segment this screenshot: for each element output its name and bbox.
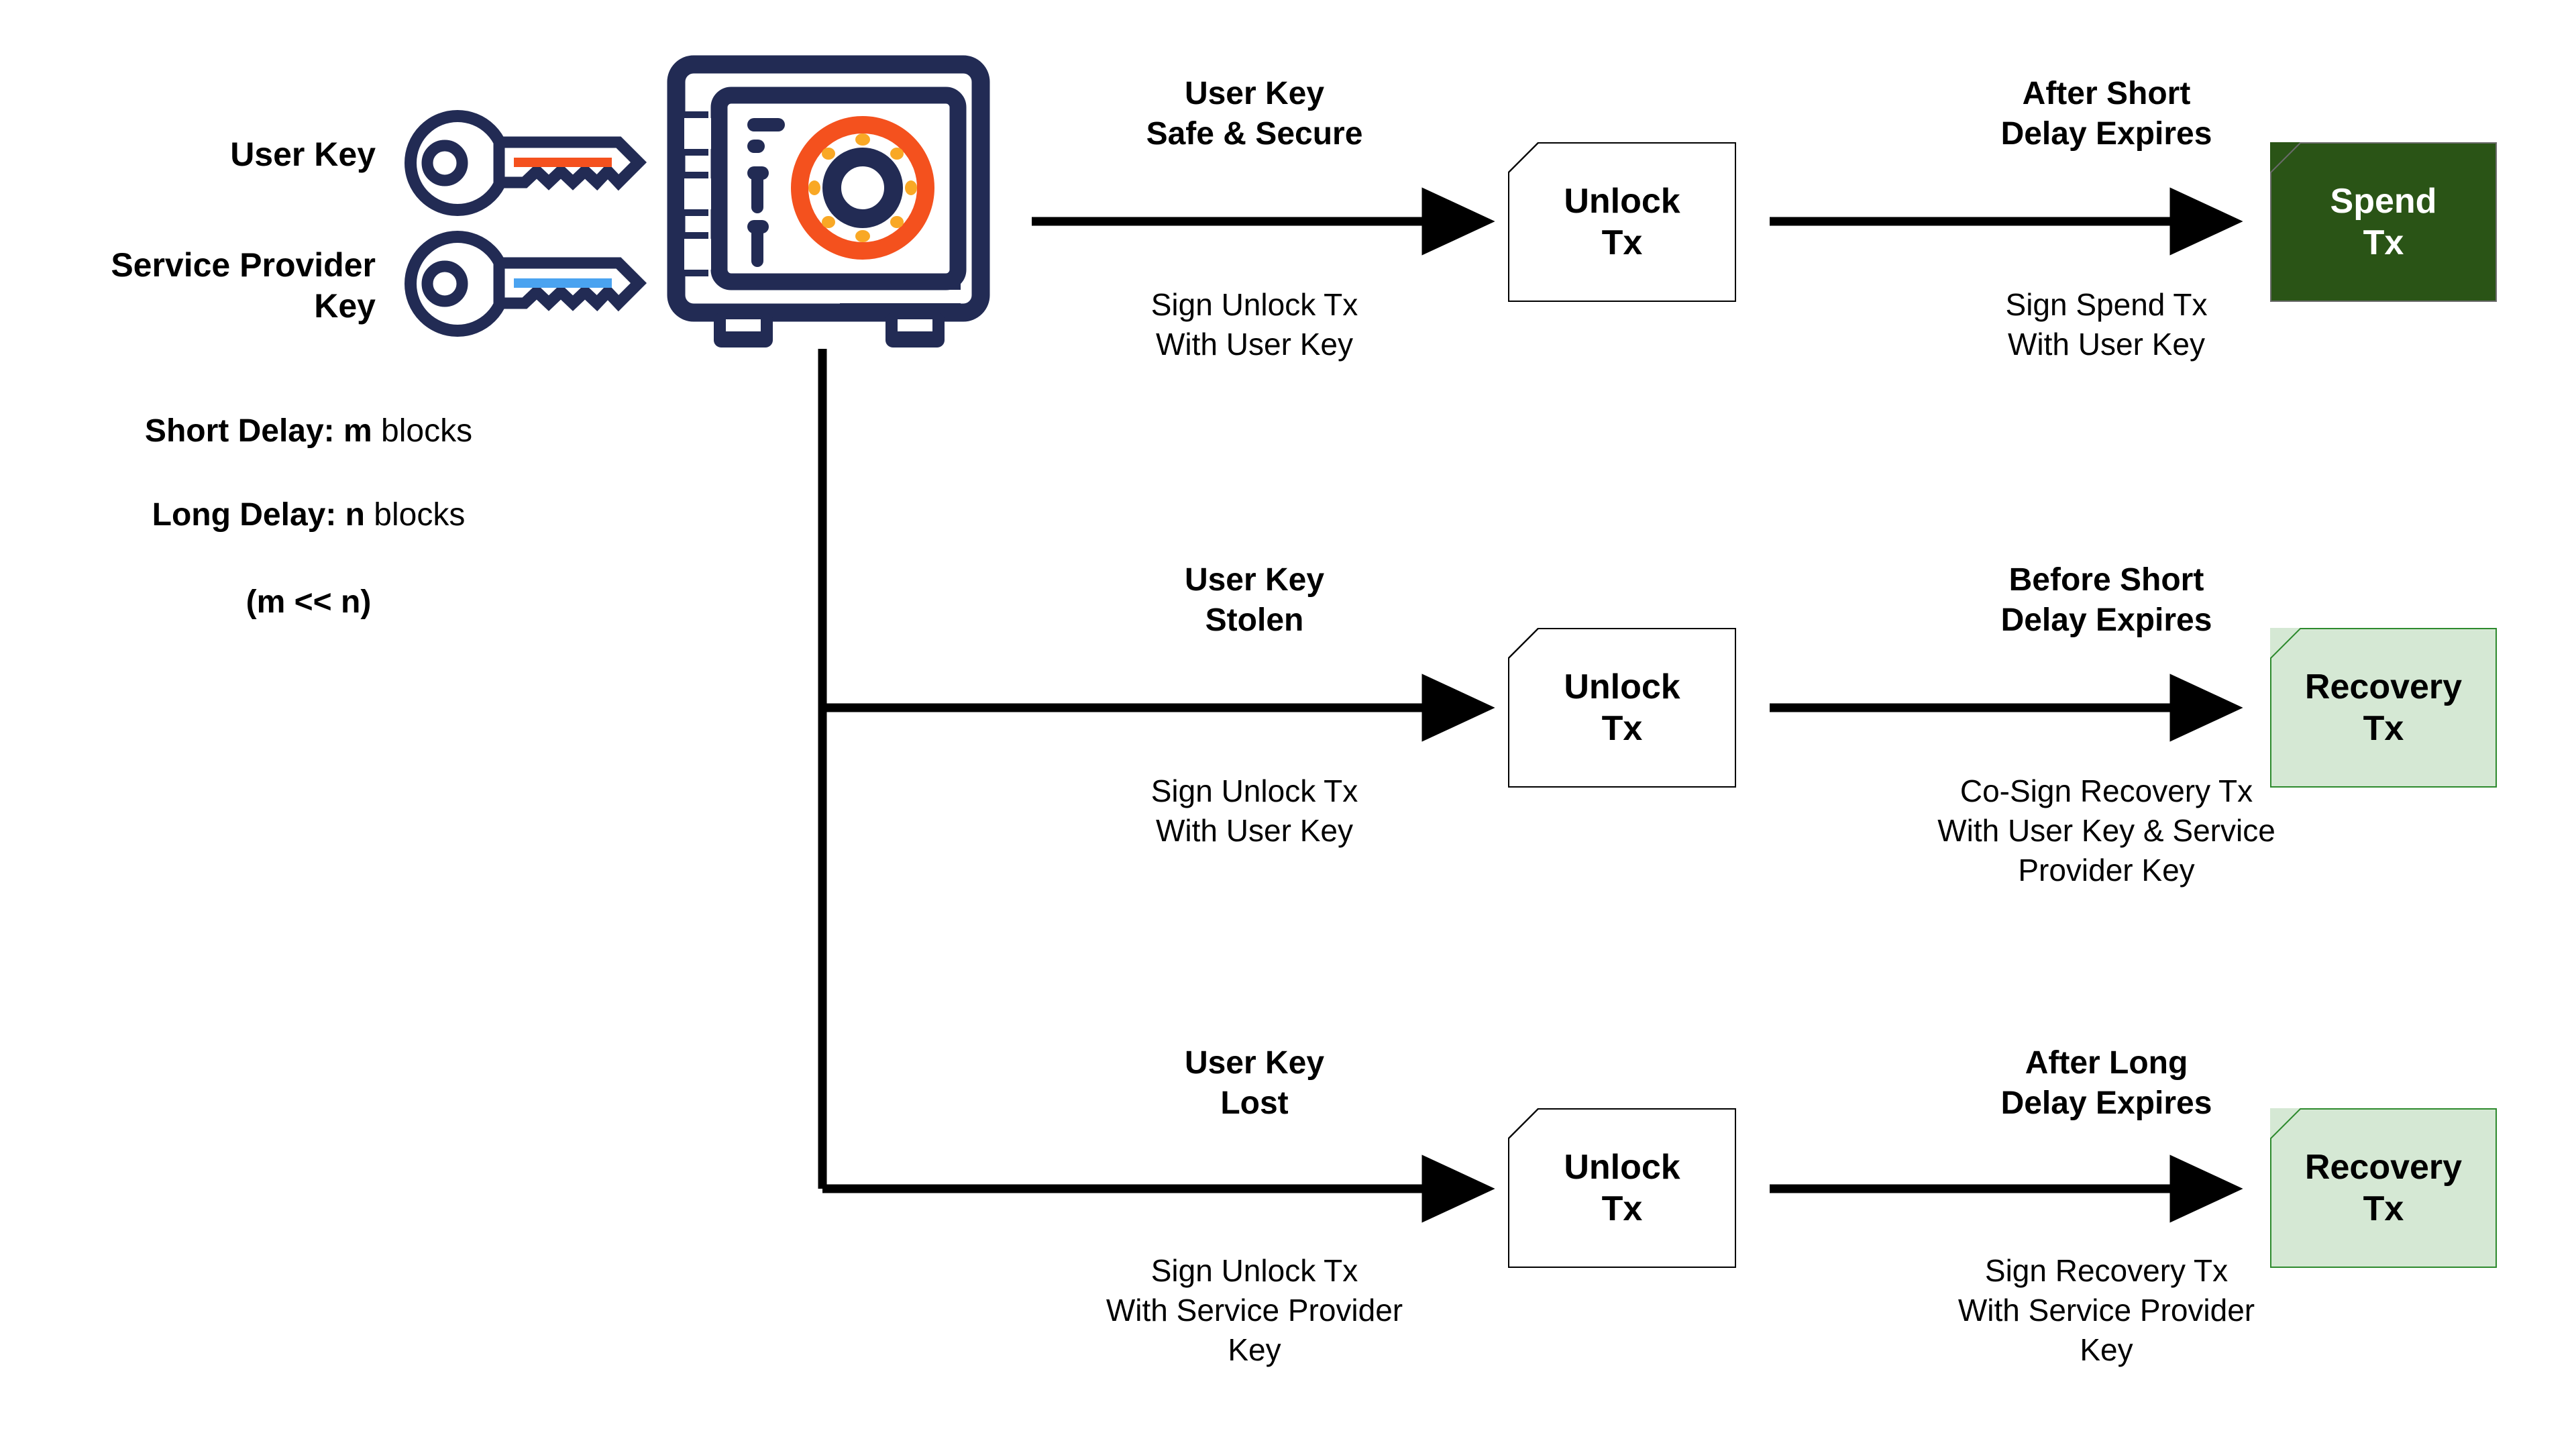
recovery-tx-node[interactable]: Recovery Tx (2270, 628, 2497, 788)
unlock-tx-node[interactable]: Unlock Tx (1508, 142, 1736, 302)
key-icon (396, 104, 664, 218)
recovery-tx-label: Recovery Tx (2304, 1147, 2463, 1228)
row3-step1-subtitle: Sign Unlock Tx With Service Provider Key (1106, 1253, 1403, 1367)
row1-step2-subtitle: Sign Spend Tx With User Key (2005, 287, 2208, 362)
long-delay-bold: Long Delay: n (152, 497, 365, 533)
unlock-tx-node[interactable]: Unlock Tx (1508, 1108, 1736, 1268)
unlock-tx-label: Unlock Tx (1564, 667, 1680, 748)
row2-step1-subtitle: Sign Unlock Tx With User Key (1150, 773, 1358, 848)
recovery-tx-node[interactable]: Recovery Tx (2270, 1108, 2497, 1268)
row2-step2-title: Before Short Delay Expires (2000, 562, 2212, 639)
service-provider-key-label: Service Provider Key (111, 246, 376, 325)
row1-step1-subtitle: Sign Unlock Tx With User Key (1150, 287, 1358, 362)
row3-step1-title: User Key Lost (1184, 1045, 1325, 1122)
unlock-tx-label: Unlock Tx (1564, 1147, 1680, 1228)
row3-step2-title: After Long Delay Expires (2000, 1045, 2212, 1122)
spend-tx-label: Spend Tx (2330, 181, 2437, 262)
user-key-label: User Key (230, 136, 376, 173)
row2-step2-subtitle: Co-Sign Recovery Tx With User Key & Serv… (1937, 773, 2275, 888)
recovery-tx-shape (2270, 1108, 2497, 1268)
unlock-tx-label: Unlock Tx (1564, 181, 1680, 262)
unlock-tx-node[interactable]: Unlock Tx (1508, 628, 1736, 788)
row3-step2-subtitle: Sign Recovery Tx With Service Provider K… (1957, 1253, 2255, 1367)
unlock-tx-shape (1508, 1108, 1736, 1268)
safe-icon (664, 54, 993, 356)
recovery-tx-label: Recovery Tx (2304, 667, 2463, 748)
spend-tx-node[interactable]: Spend Tx (2270, 142, 2497, 302)
row1-step2-title: After Short Delay Expires (2000, 76, 2212, 152)
row1-step1-title: User Key Safe & Secure (1146, 76, 1363, 152)
spend-tx-shape (2270, 142, 2497, 302)
key-icon (396, 225, 664, 339)
recovery-tx-shape (2270, 628, 2497, 788)
long-delay-text: Long Delay: n blocks (101, 496, 517, 535)
delay-relation-bold: (m << n) (246, 584, 372, 620)
unlock-tx-shape (1508, 142, 1736, 302)
short-delay-regular: blocks (372, 413, 473, 449)
unlock-tx-shape (1508, 628, 1736, 788)
delay-relation-text: (m << n) (101, 584, 517, 622)
short-delay-bold: Short Delay: m (144, 413, 372, 449)
short-delay-text: Short Delay: m blocks (101, 413, 517, 451)
long-delay-regular: blocks (364, 497, 466, 533)
row2-step1-title: User Key Stolen (1184, 562, 1325, 639)
